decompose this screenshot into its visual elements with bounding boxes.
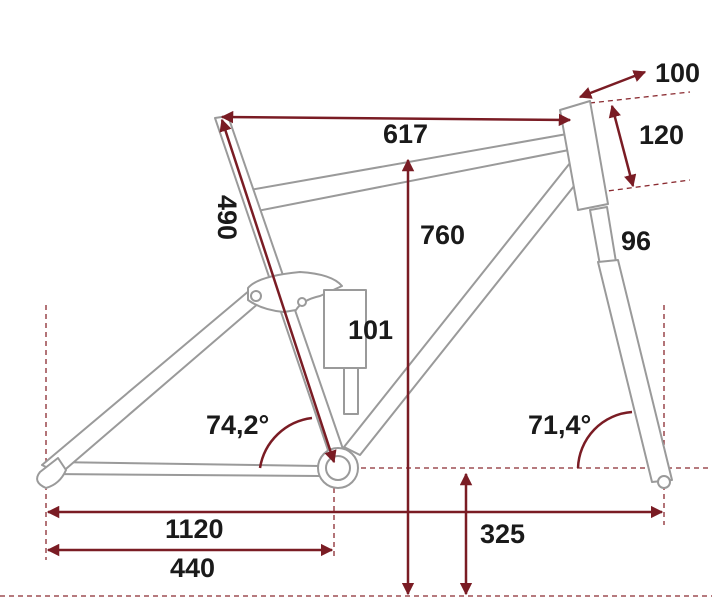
fork-crown <box>589 206 617 266</box>
seat-tube-label: 490 <box>212 195 242 240</box>
top-tube-dim <box>220 110 572 127</box>
shock-shaft <box>343 367 359 415</box>
shock-label: 101 <box>348 315 393 345</box>
head-tube-label: 120 <box>639 120 684 150</box>
bb-height-label: 325 <box>480 519 525 549</box>
seat-angle-label: 74,2° <box>206 410 269 440</box>
stack-label: 760 <box>420 220 465 250</box>
rear-dropout <box>36 457 67 489</box>
stem-label: 100 <box>655 58 700 88</box>
stem-dim <box>578 70 647 99</box>
seat-tube-dim <box>219 118 337 464</box>
fork-leg <box>597 259 673 483</box>
head-top-guide <box>589 91 691 104</box>
head-angle-arc <box>576 410 633 469</box>
fork-label: 96 <box>621 226 651 256</box>
head-tube-dim <box>608 104 637 188</box>
head-angle-label: 71,4° <box>528 410 591 440</box>
seat-angle-arc <box>258 416 313 469</box>
chainstay-label: 440 <box>170 553 215 583</box>
front-axle <box>657 475 671 489</box>
chainstay <box>49 461 321 477</box>
head-bottom-guide <box>599 179 691 193</box>
seatstay <box>41 289 261 475</box>
dimension-lines <box>46 70 664 596</box>
head-tube <box>559 100 609 211</box>
wheelbase-label: 1120 <box>165 514 224 544</box>
pivot-main <box>297 297 307 307</box>
top-tube-label: 617 <box>383 119 428 149</box>
pivot-rear <box>250 290 262 302</box>
bottom-bracket-inner <box>325 455 351 481</box>
